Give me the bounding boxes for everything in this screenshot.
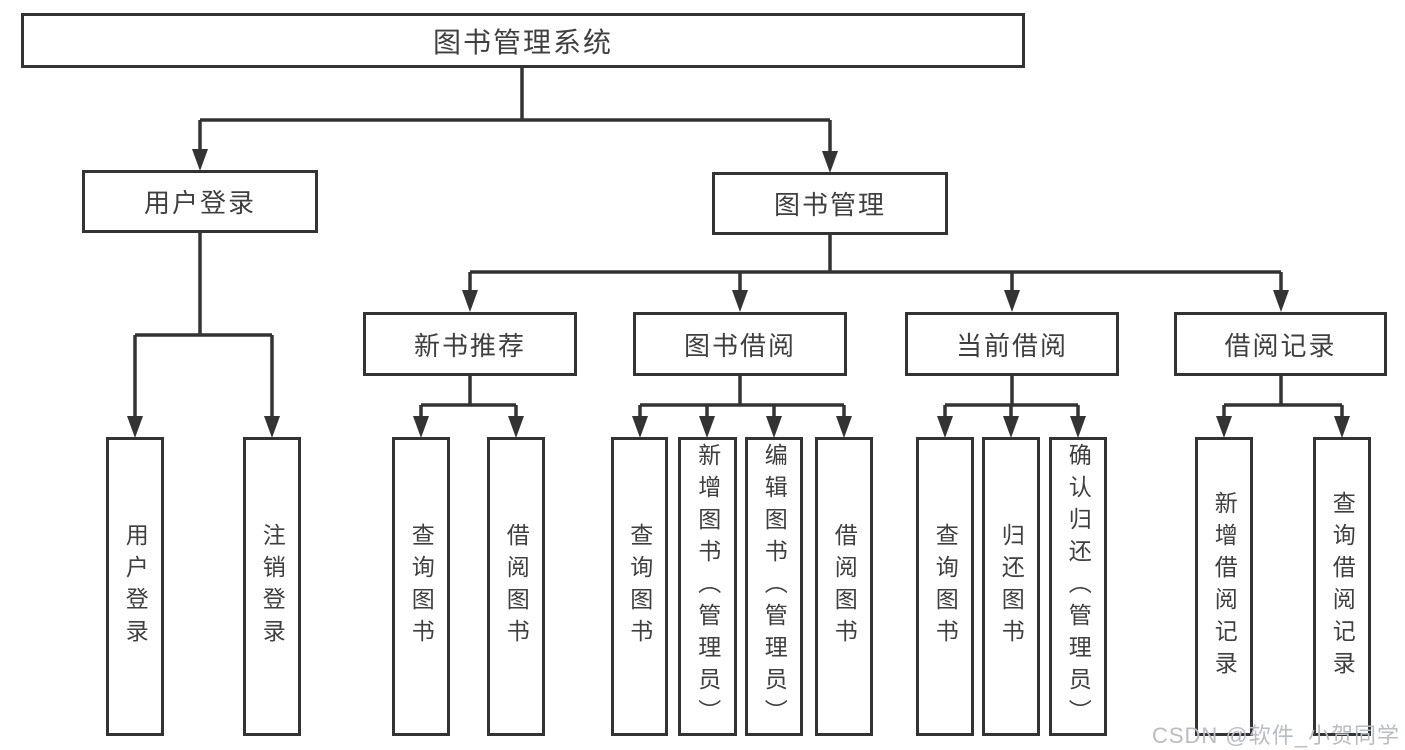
leaf-user-login-label: 用户登录 xyxy=(122,522,149,651)
node-current-borrowing-label: 当前借阅 xyxy=(955,330,1068,361)
leaf-newbooks-query-books: 查询图书 xyxy=(392,437,450,736)
leaf-records-query-record-label: 查询借阅记录 xyxy=(1329,490,1356,683)
leaf-current-query-books-label: 查询图书 xyxy=(932,522,959,651)
node-book-management: 图书管理 xyxy=(712,172,948,235)
leaf-records-add-record-label: 新增借阅记录 xyxy=(1211,490,1238,683)
leaf-current-confirm-return: 确认归还（管理员） xyxy=(1049,437,1107,736)
leaf-current-return-books-label: 归还图书 xyxy=(998,522,1025,651)
leaf-current-confirm-return-label: 确认归还（管理员） xyxy=(1065,442,1092,731)
leaf-newbooks-query-books-label: 查询图书 xyxy=(408,522,435,651)
node-new-book-recommend: 新书推荐 xyxy=(363,312,577,376)
leaf-borrowing-query-books: 查询图书 xyxy=(611,437,668,736)
leaf-borrowing-borrow-books-label: 借阅图书 xyxy=(831,522,858,651)
node-book-borrowing: 图书借阅 xyxy=(633,312,847,376)
node-book-management-label: 图书管理 xyxy=(773,190,886,220)
csdn-watermark: CSDN @软件_小贺同学 xyxy=(1151,723,1400,748)
node-library-management-system: 图书管理系统 xyxy=(21,13,1025,68)
node-borrowing-records: 借阅记录 xyxy=(1174,312,1387,376)
leaf-borrowing-add-books-label: 新增图书（管理员） xyxy=(694,442,721,731)
leaf-newbooks-borrow-books-label: 借阅图书 xyxy=(503,522,530,651)
node-new-book-recommend-label: 新书推荐 xyxy=(413,330,526,361)
leaf-borrowing-edit-books: 编辑图书（管理员） xyxy=(745,437,803,736)
leaf-current-query-books: 查询图书 xyxy=(916,437,974,736)
leaf-borrowing-borrow-books: 借阅图书 xyxy=(815,437,873,736)
leaf-records-add-record: 新增借阅记录 xyxy=(1195,437,1253,736)
node-user-login: 用户登录 xyxy=(82,170,318,233)
leaf-newbooks-borrow-books: 借阅图书 xyxy=(487,437,545,736)
leaf-borrowing-add-books: 新增图书（管理员） xyxy=(678,437,737,736)
node-borrowing-records-label: 借阅记录 xyxy=(1224,330,1337,361)
node-book-borrowing-label: 图书借阅 xyxy=(683,330,796,361)
leaf-logout-label: 注销登录 xyxy=(259,522,286,651)
node-library-management-system-label: 图书管理系统 xyxy=(432,26,613,58)
node-user-login-label: 用户登录 xyxy=(143,188,256,218)
leaf-logout: 注销登录 xyxy=(243,437,301,736)
leaf-user-login: 用户登录 xyxy=(106,437,164,736)
leaf-borrowing-query-books-label: 查询图书 xyxy=(626,522,653,651)
leaf-current-return-books: 归还图书 xyxy=(982,437,1040,736)
node-current-borrowing: 当前借阅 xyxy=(905,312,1119,376)
leaf-borrowing-edit-books-label: 编辑图书（管理员） xyxy=(761,442,788,731)
leaf-records-query-record: 查询借阅记录 xyxy=(1313,437,1371,736)
